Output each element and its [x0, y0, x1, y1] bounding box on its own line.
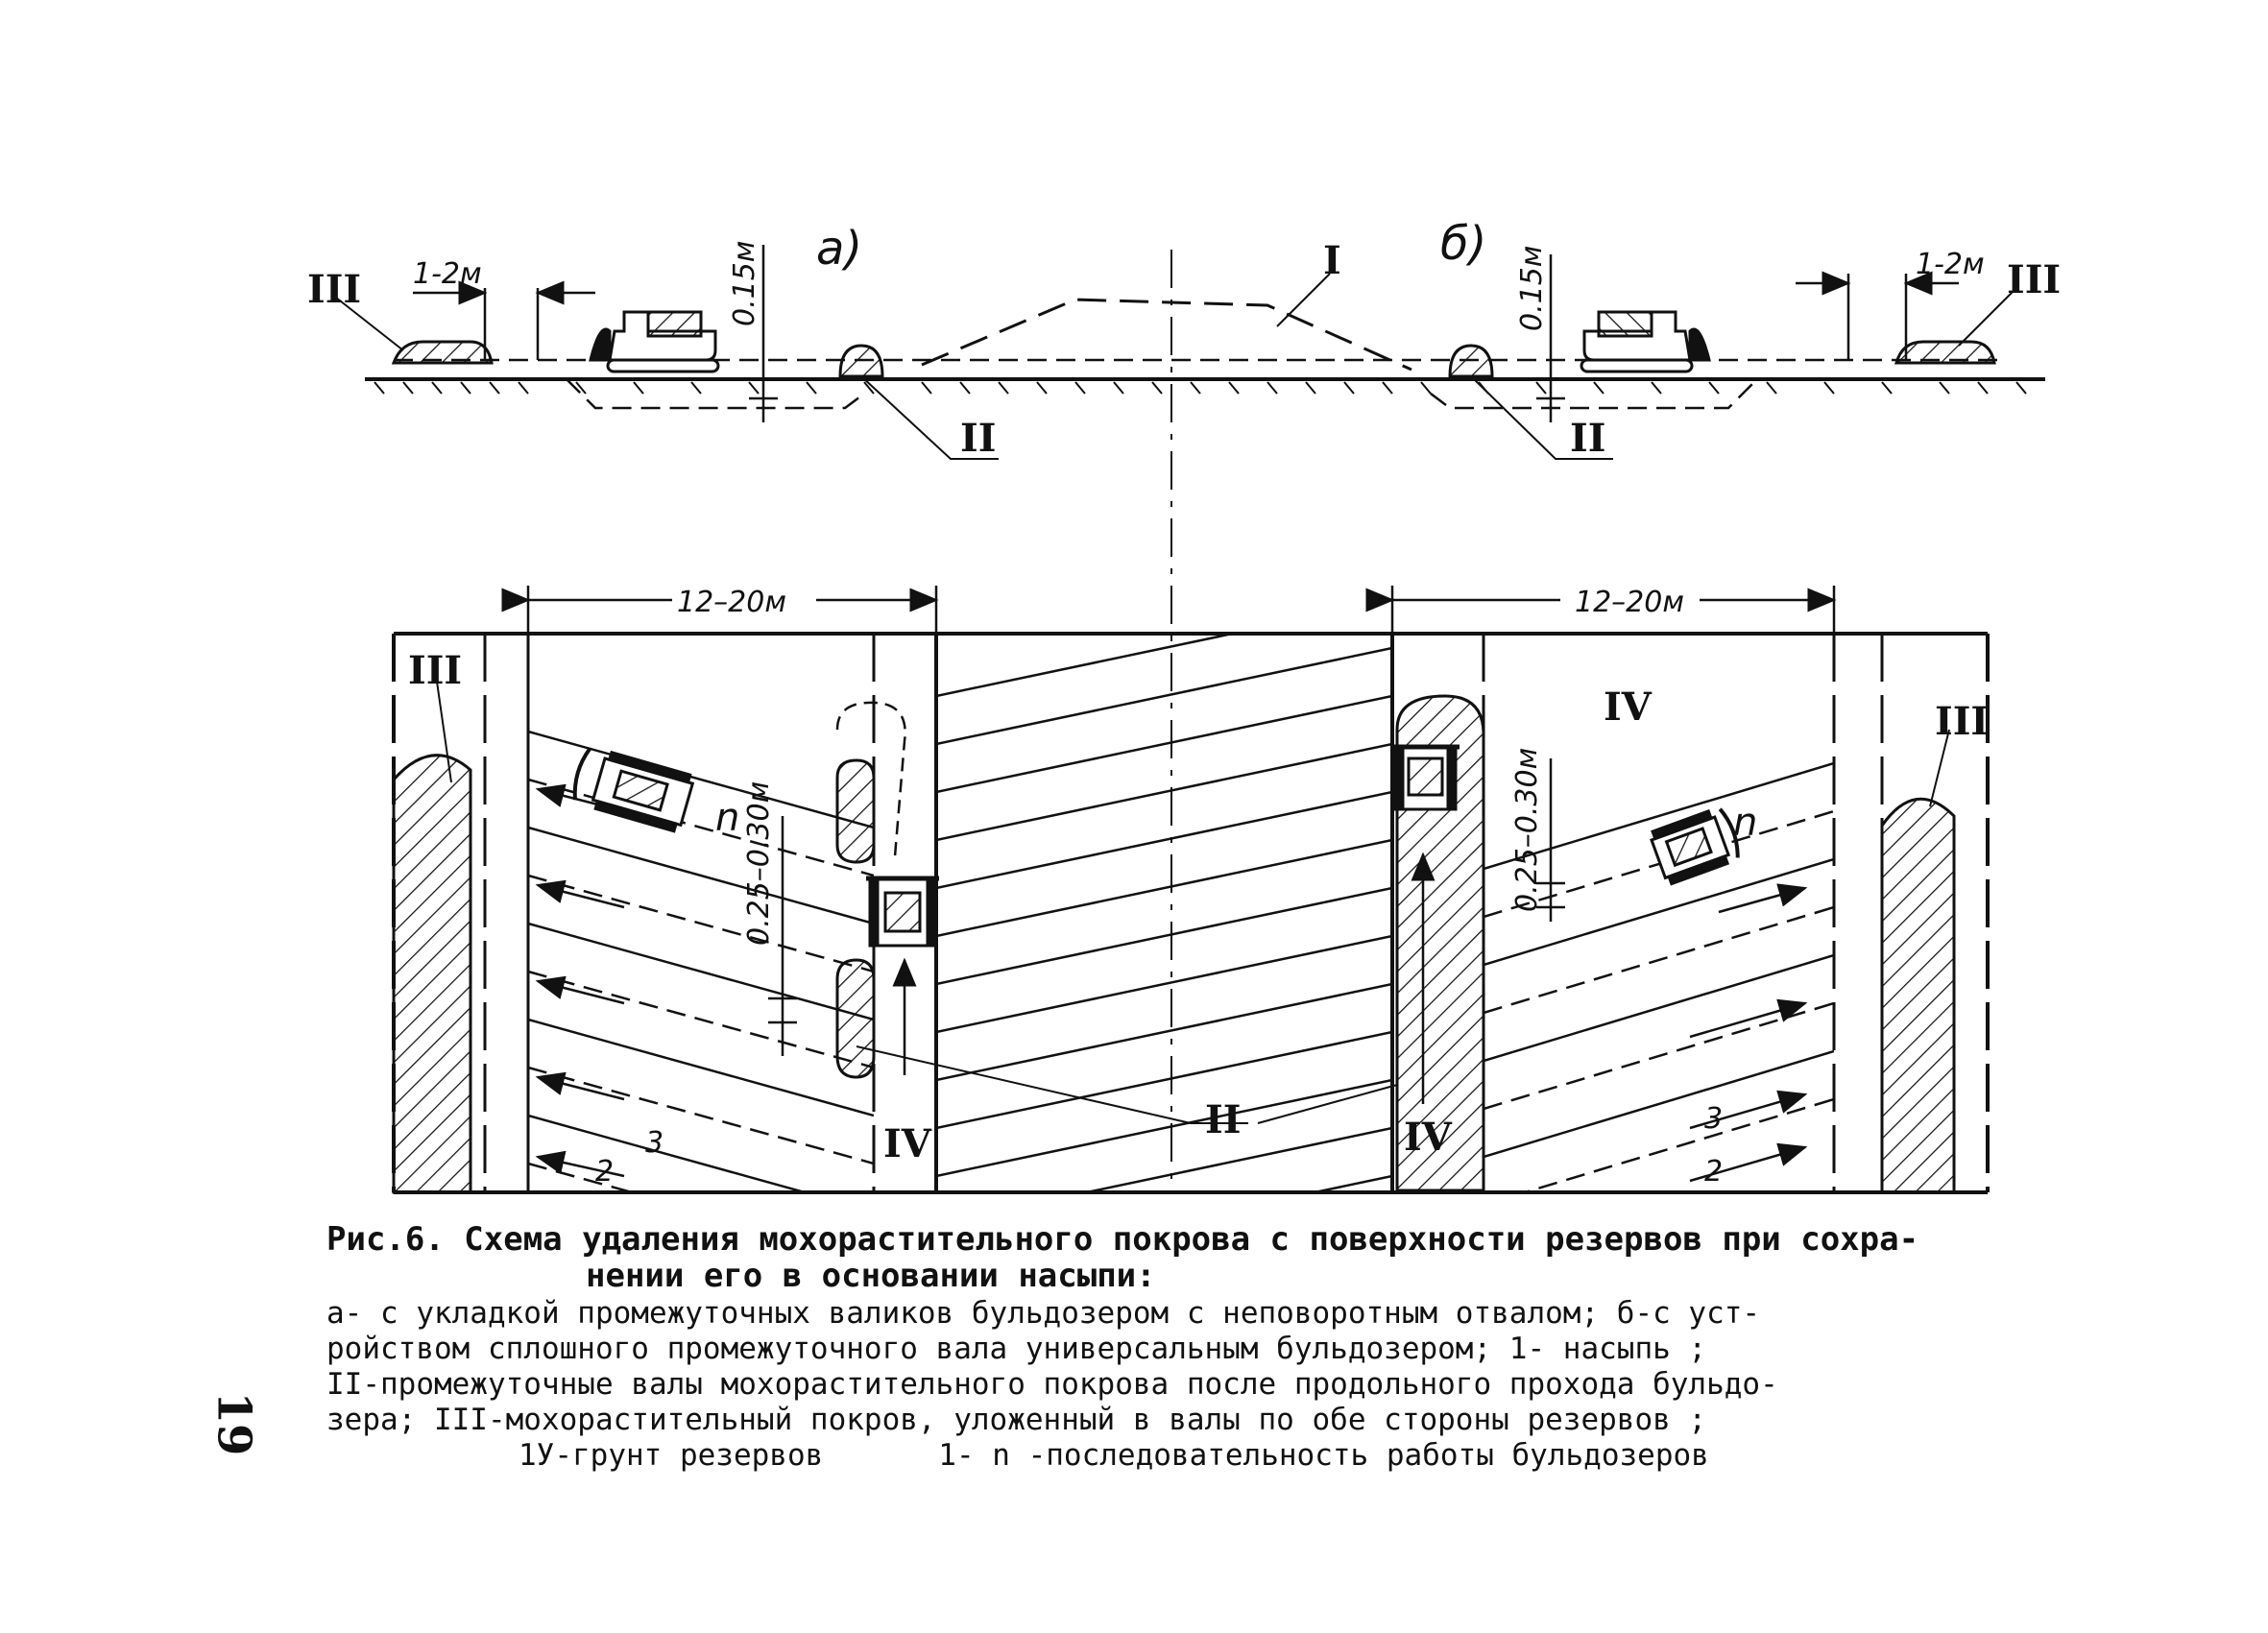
caption-legend-line: 1У-грунт резервов 1- n -последовательност…: [326, 1438, 2055, 1474]
label-025-030m-right: 0.25–0.30м: [1510, 748, 1544, 912]
heap-ii-left: [838, 344, 884, 378]
heap-ii-right: [1448, 344, 1494, 378]
bulldozer-icon: [866, 876, 939, 948]
label-i: I: [1323, 238, 1341, 283]
caption-title-line1: Рис.6. Схема удаления мохорастительного …: [326, 1220, 1919, 1259]
label-iv-mid: IV: [1404, 1115, 1453, 1160]
caption-title-line2: нении его в основании насыпи:: [586, 1257, 1156, 1295]
label-variant-a: а): [816, 222, 862, 276]
figure-caption-body: а- с укладкой промежуточных валиков буль…: [326, 1296, 2055, 1474]
bulldozer-icon: [572, 748, 695, 833]
rampart-ii-right: [1395, 694, 1485, 1192]
dimension-1-2m-right: [1796, 271, 1959, 360]
bulldozer-icon: [1580, 310, 1711, 373]
plan-view: 12–20м 12–20м: [392, 586, 1990, 1194]
moss-windrow-right: [1880, 797, 1956, 1194]
label-025-030m-left: 0.25–0.30м: [742, 781, 776, 946]
embankment-hatch: [936, 634, 1392, 1192]
page-number: 19: [206, 1391, 261, 1456]
label-pass-3-left: 3: [645, 1126, 664, 1160]
label-ii-right: II: [1570, 416, 1605, 461]
dimension-015-right: [1536, 254, 1565, 422]
label-iii-left: III: [307, 267, 361, 312]
left-reserve-passes: [528, 730, 874, 1192]
heap-ii-plan-upper: [835, 758, 876, 864]
label-iii-plan-left: III: [408, 648, 462, 693]
label-1-2m-right: 1-2м: [1916, 248, 1985, 281]
ground-hatch: [374, 381, 2027, 395]
bulldozer-icon: [1391, 744, 1460, 811]
label-variant-b: б): [1440, 217, 1486, 271]
caption-line: II-промежуточные валы мохорастительного …: [326, 1367, 1778, 1402]
bulldozer-icon: [1650, 807, 1740, 886]
caption-line: зера; III-мохорастительный покров, уложе…: [326, 1403, 1707, 1437]
label-015-right: 0.15м: [1515, 246, 1549, 331]
right-reserve-passes: [1484, 761, 1834, 1192]
reserve-right-outline: [1430, 378, 1758, 410]
moss-heap-left: [391, 340, 494, 365]
dimension-015-left: [749, 245, 778, 422]
label-12-20m-right: 12–20м: [1575, 586, 1684, 619]
label-ii-left: II: [960, 416, 996, 461]
label-015-left: 0.15м: [728, 241, 761, 326]
heap-ii-plan-lower: [835, 958, 876, 1079]
moss-heap-right: [1894, 340, 1996, 365]
caption-legend-iv: 1У-грунт резервов: [519, 1438, 824, 1473]
reserve-left-outline: [566, 378, 865, 410]
label-ii-plan: II: [1205, 1097, 1241, 1142]
label-pass-n-right: n: [1733, 801, 1757, 845]
label-pass-3-right: 3: [1704, 1102, 1723, 1136]
embankment-outline: [921, 298, 1412, 372]
figure-caption-title: Рис.6. Схема удаления мохорастительного …: [326, 1221, 2055, 1294]
dimension-1-2m-left: [413, 280, 595, 360]
moss-windrow-left: [392, 754, 472, 1194]
caption-line: а- с укладкой промежуточных валиков буль…: [326, 1296, 1761, 1331]
label-iv-right: IV: [1604, 684, 1653, 730]
cross-section: 1-2м 1-2м 0.15м 0.15м III I: [307, 217, 2061, 1190]
bulldozer-icon: [589, 310, 720, 373]
label-pass-2-right: 2: [1704, 1155, 1723, 1189]
label-pass-n-left: n: [715, 796, 739, 840]
label-iii-plan-right: III: [1935, 699, 1989, 744]
caption-legend-seq: 1- n -последовательность работы бульдозе…: [938, 1438, 1709, 1473]
caption-line: ройством сплошного промежуточного вала у…: [326, 1332, 1707, 1366]
label-iv-left: IV: [883, 1121, 932, 1166]
label-12-20m-left: 12–20м: [677, 586, 786, 619]
label-iii-right: III: [2007, 257, 2061, 302]
label-pass-2-left: 2: [595, 1155, 614, 1189]
label-1-2m-left: 1-2м: [413, 257, 482, 291]
